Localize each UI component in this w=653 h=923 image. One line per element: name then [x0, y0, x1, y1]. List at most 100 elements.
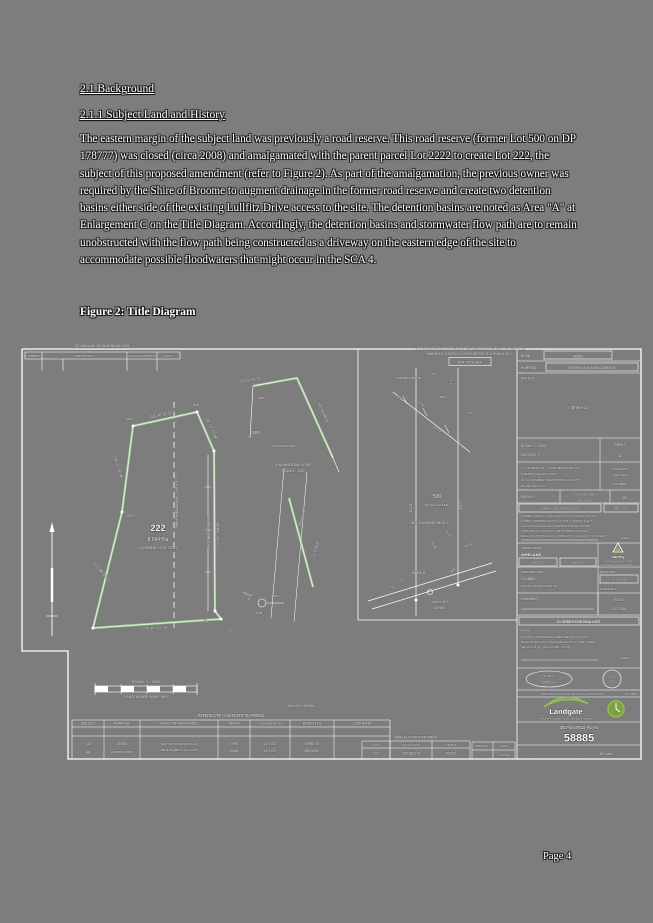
plan-label: SCALE 1 : 1000 — [282, 469, 305, 473]
plan-label: PEG — [440, 395, 447, 399]
plan-label: SEC. 167 PLANNING AND — [161, 742, 198, 746]
plan-label: EXAMINED — [521, 597, 538, 601]
plan-label: SSM BROOME 45 — [396, 376, 421, 380]
plan-label: WHELANS (WA) PTY LTD — [521, 472, 555, 476]
plan-label: FB 58885 — [521, 577, 535, 581]
plan-label: USE ONLY — [613, 473, 627, 477]
plan-label: JOB 21539 — [531, 561, 545, 565]
plan-label: LOT — [373, 743, 379, 747]
plan-label: DWG A-01 — [572, 561, 585, 565]
plan-label: + — [556, 751, 559, 756]
plan-logo-graphics — [49, 522, 624, 713]
plan-label: RELEVANT WRITTEN LAW(S) IN RELATION TO W… — [521, 534, 606, 538]
plan-label: ORIGIN — [228, 722, 240, 726]
plan-label: LULLFITZ — [432, 600, 449, 604]
plan-label: SURVEYED BY: — [521, 546, 543, 550]
plan-label: 0°01'20" 158.94 — [216, 523, 220, 547]
plan-label: LOT 222 — [264, 749, 277, 753]
plan-label: 8.0947ha — [148, 537, 169, 543]
plan-linework — [24, 349, 641, 760]
plan-border — [21, 348, 642, 760]
plan-label: EXAMINED — [600, 587, 617, 591]
plan-label: SCALE 1 : 2500 — [132, 679, 161, 684]
plan-label: FB 12345 — [579, 499, 592, 503]
plan-label: 2008 — [609, 681, 615, 684]
plan-label: DATE — [621, 656, 629, 660]
plan-label: SEE ENLARGEMENT C — [410, 521, 449, 525]
plan-label: 5.37 — [227, 627, 235, 634]
plan-label: CROWN LAND AMALGAMATION — [568, 366, 617, 370]
plan-label: PLANNING CONSULTANTS — [602, 564, 634, 567]
plan-label: A2 — [623, 496, 627, 500]
plan-label: ↔ — [575, 751, 580, 756]
plan-label: LOT 500 AND ROAD BOUNDARY INFORMATION SH… — [414, 347, 526, 351]
plan-label: 166°52' 135.7 — [297, 506, 306, 527]
plan-label: (B) — [86, 750, 90, 754]
plan-label: 7 (A) — [85, 742, 92, 746]
plan-label: 41°19' — [395, 394, 404, 403]
plan-label: ( CLOSED ROAD ) — [270, 444, 296, 448]
plan-label: 26 COLIN STREET, WEST PERTH WA 6005 — [521, 478, 579, 482]
plan-label: 3.0 — [468, 411, 473, 415]
plan-label: LAND BURDENED — [257, 722, 284, 726]
plan-label: WAPC: — [521, 629, 531, 633]
plan-label: PEG — [127, 417, 134, 421]
plan-label: AMENDMENT — [74, 354, 94, 358]
plan-label: 1 — [619, 453, 622, 458]
plan-label: ( ROAD CLOSED ) — [424, 503, 450, 507]
plan-label: SURVEYOR'S CERTIFICATE — [540, 507, 580, 511]
plan-label: SHEET — [615, 443, 626, 447]
plan-label: FIELD RECORD — [521, 570, 544, 574]
plan-label: IN ORDER FOR DEALINGS — [557, 620, 601, 624]
plan-label: CALCULATIONS AND MEASUREMENTS MADE FOR T… — [521, 524, 590, 528]
plan-label: ( LULLFITZ DRIVE ) — [286, 704, 317, 708]
plan-label: REG. 123 — [615, 507, 628, 511]
plan-label: 5.12.08 — [499, 753, 509, 757]
plan-label: SECTION 16 OF THAT ACT. REF: 135790 — [521, 645, 570, 649]
body-paragraph: The eastern margin of the subject land w… — [80, 133, 577, 267]
plan-label: DRAIN — [117, 742, 128, 746]
plan-label: NUMBER — [26, 354, 40, 358]
plan-label: DEVELOPMENT ACT 2005 AND DELEGATION MADE… — [521, 640, 594, 644]
plan-label: PEG — [259, 396, 266, 400]
plan-label: 147°30' 88.90 — [317, 402, 329, 423]
plan-label: LENGTHS ARE IN METRES — [124, 695, 168, 699]
plan-label: ( Sheet 1 ) — [568, 405, 590, 410]
plan-label: 14.3 — [449, 380, 453, 386]
plan-label: LICENSED SURVEYORS — [604, 561, 633, 564]
plan-label: NOT TO SCALE — [458, 361, 483, 365]
plan-label: AREA 'A' — [412, 571, 426, 575]
plan-label: 5.12.2008 — [612, 607, 626, 611]
plan-label: PURPOSE: — [521, 366, 539, 370]
plan-label: LOT 222 — [264, 742, 277, 746]
plan-label: INTERESTS AND NOTIFICATIONS — [198, 713, 265, 718]
plan-label: SCHEDULE OF AMENDMENTS — [75, 344, 130, 348]
plan-label: SUBJECT — [81, 722, 96, 726]
plan-label: © — [532, 750, 536, 756]
plan-label: 13.97 — [459, 501, 463, 509]
plan-label: 222 — [373, 752, 379, 756]
plan-label: G.A. SURVEYOR — LICENSED SURVEYOR — [521, 466, 580, 470]
plan-label: LANDGATE — [612, 467, 627, 471]
plan-label: STATUTORY REFERENCE — [159, 722, 198, 726]
plan-label: 500 — [433, 494, 442, 500]
plan-label: 14.0 WIDE — [312, 541, 320, 557]
plan-label: 25.17 — [202, 617, 211, 625]
plan-label: BENEFIT TO — [303, 722, 322, 726]
section-heading-background: 2.1 Background — [80, 82, 155, 95]
plan-label: 205°41' 89.06 — [112, 455, 123, 478]
plan-label: No. 58885 — [625, 692, 638, 696]
plan-scalebar-segments — [95, 686, 186, 692]
plan-label: 500 — [252, 430, 260, 435]
plan-label: REGD — [446, 752, 456, 756]
plan-label: SCALE: 1 : 2500 — [521, 444, 546, 448]
plan-label: LR3156-624 — [402, 752, 420, 756]
plan-label: WESTERN AUSTRALIAN PLANNING COMMISSION — [541, 692, 603, 696]
plan-label: FR 58885 — [613, 482, 627, 486]
plan-labels: SCHEDULE OF AMENDMENTS NUMBER AMENDMENT LAN… — [26, 344, 637, 757]
figure-caption: Figure 2: Title Diagram — [80, 306, 196, 318]
plan-label: PLAN — [521, 354, 531, 358]
page-number: Page 4 — [543, 851, 572, 862]
